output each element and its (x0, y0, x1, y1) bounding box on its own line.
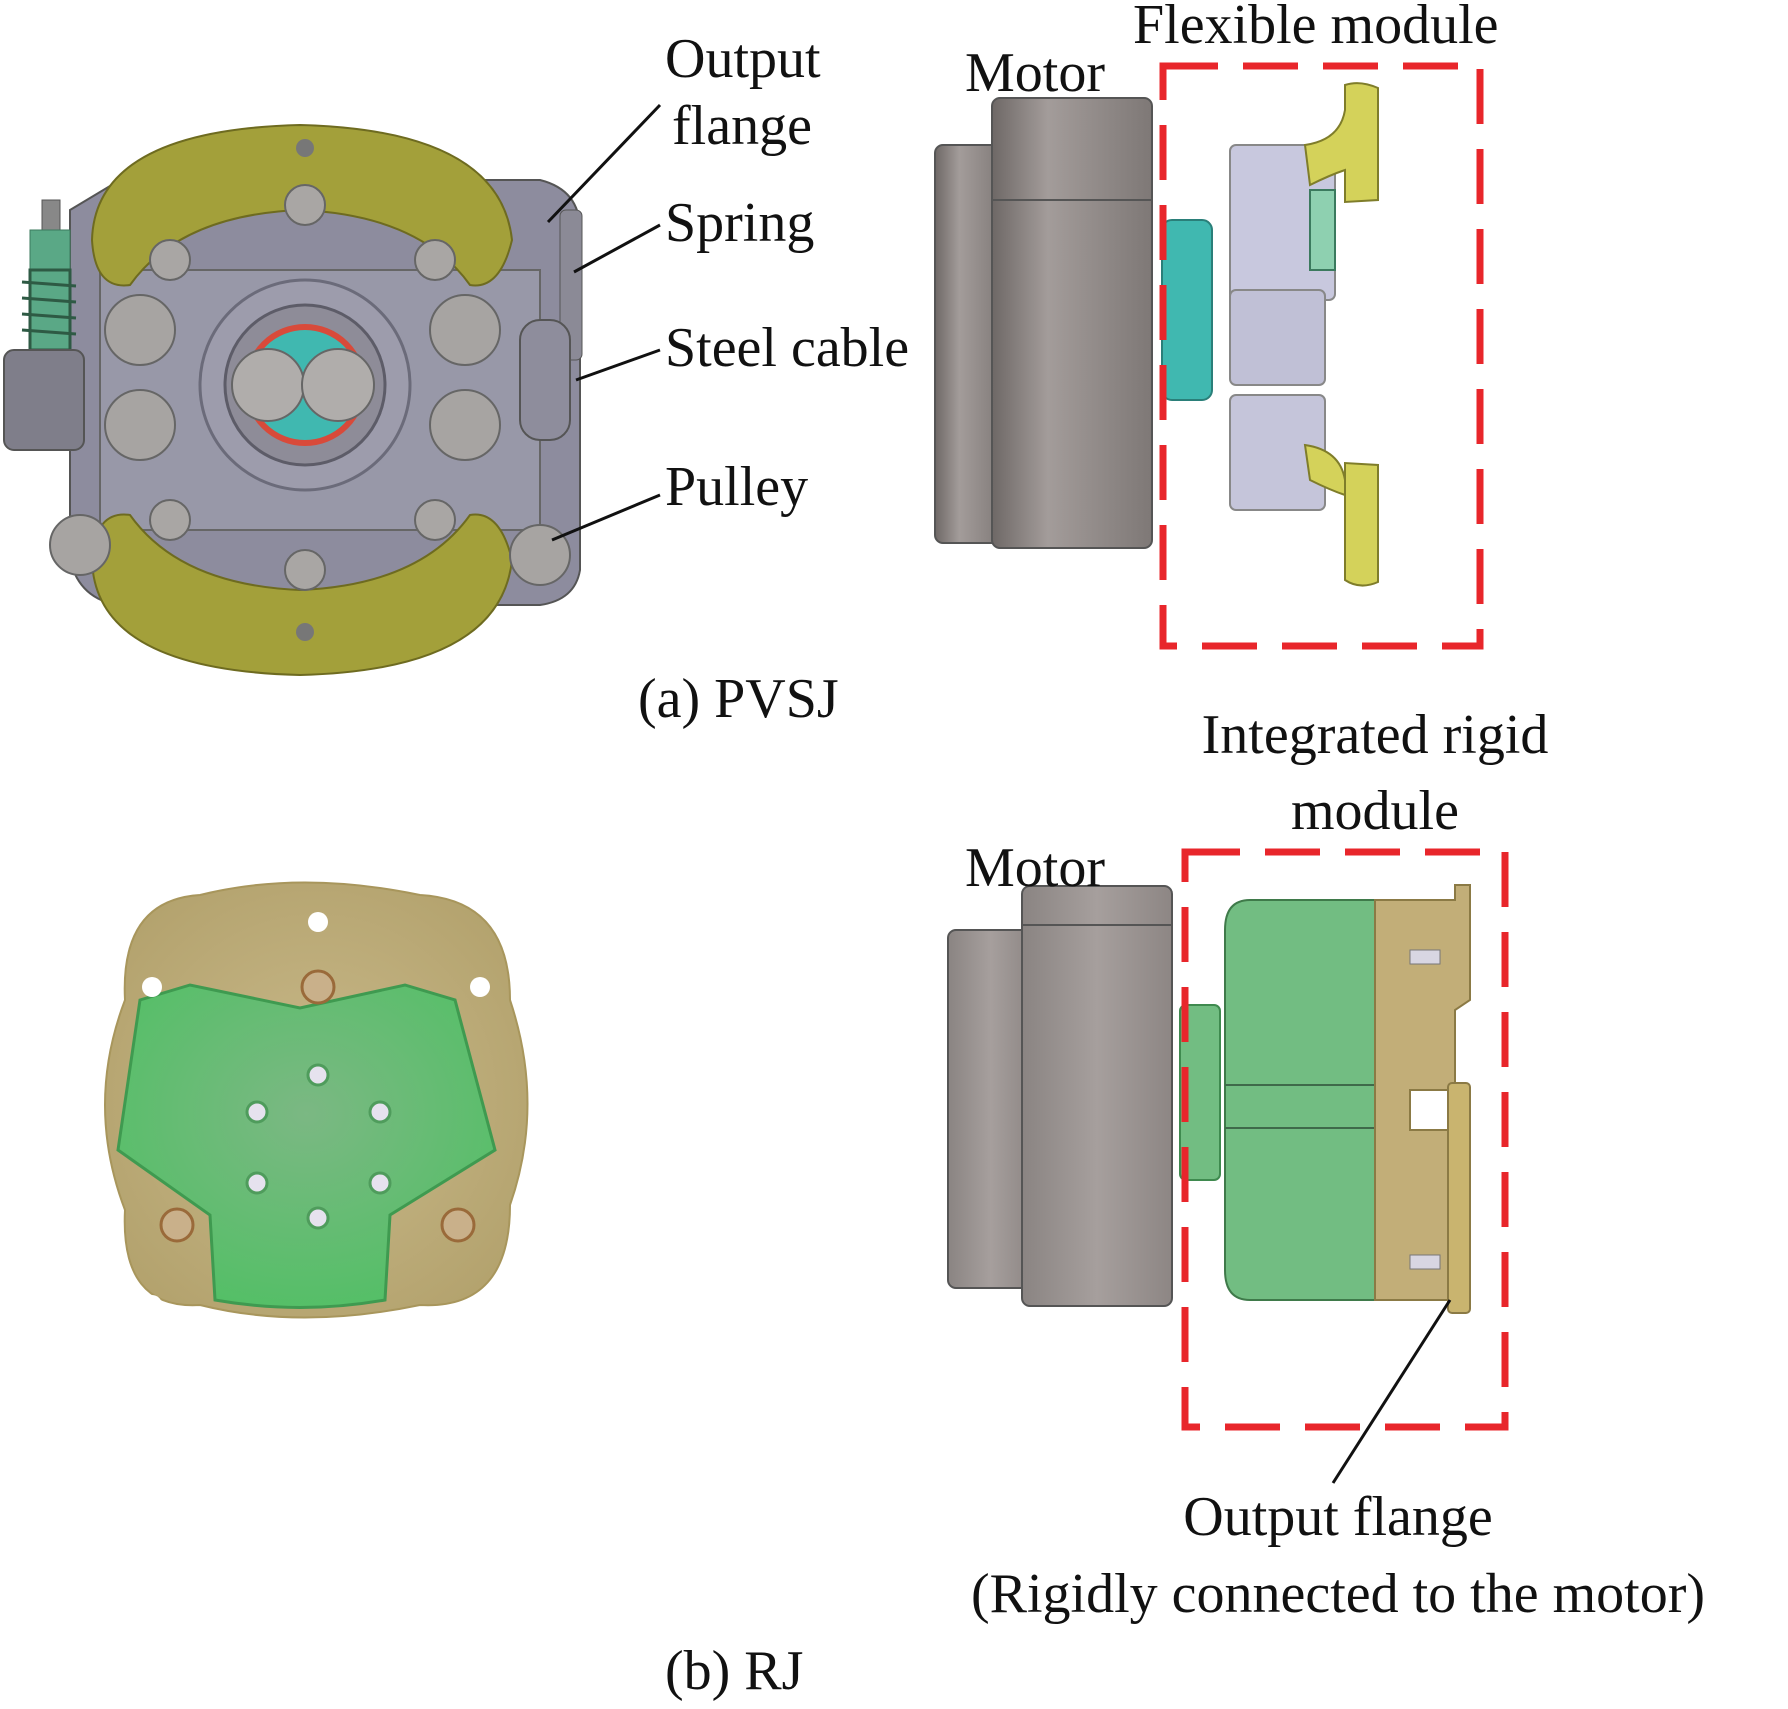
spring-block (3, 349, 85, 451)
caption-panel-b: (b) RJ (665, 1640, 804, 1702)
label-pulley: Pulley (665, 456, 809, 518)
label-output-flange-a-line1: Output (665, 28, 821, 90)
teal-coupler (1161, 219, 1213, 401)
bolt (149, 499, 191, 541)
pulley-lower-right (429, 389, 501, 461)
hole (296, 139, 314, 157)
rj-front-view (104, 881, 529, 1319)
rj-pin (1409, 1254, 1441, 1270)
flange-side-top (1303, 82, 1379, 204)
pvsj-front-view (3, 123, 583, 677)
rj-side-view (947, 848, 1509, 1431)
integrated-rigid-module-box (1181, 848, 1509, 1431)
leader-spring (573, 223, 661, 274)
rj-green-housing (1224, 899, 1381, 1301)
rj-bolt-top (300, 969, 336, 1005)
output-flange-bottom (90, 513, 514, 677)
label-integrated-rigid-module-line1: Integrated rigid (1201, 704, 1549, 766)
rj-bolt-left (159, 1207, 195, 1243)
bolt (414, 239, 456, 281)
bolt (149, 239, 191, 281)
bolt (284, 184, 326, 226)
cable-guard (519, 319, 571, 441)
label-output-flange-a-line2: flange (672, 95, 812, 157)
side-spring (1309, 189, 1336, 271)
leader-pulley (551, 493, 661, 542)
rj-green-body (116, 983, 497, 1309)
pulley-lower-left (104, 389, 176, 461)
leader-lines-a (546, 103, 662, 542)
leader-output-flange (546, 103, 662, 224)
label-flexible-module: Flexible module (1133, 0, 1499, 56)
leader-steel-cable (575, 348, 661, 382)
bolt (414, 499, 456, 541)
motor-body (991, 97, 1153, 549)
rj-coupler (1179, 1004, 1221, 1181)
label-motor-a: Motor (965, 42, 1105, 104)
pulley-bottom-right (509, 524, 571, 586)
label-motor-b: Motor (965, 837, 1105, 899)
rj-bolt-right (440, 1207, 476, 1243)
center-pulley-left (231, 348, 305, 422)
flange-side-bottom (1303, 443, 1379, 587)
rj-motor-body (1021, 885, 1173, 1307)
leader-output-flange-rj (1331, 1299, 1452, 1484)
pulley-bottom-left (49, 514, 111, 576)
rj-center-holes (245, 1063, 392, 1230)
rj-pin (1409, 949, 1441, 965)
flexible-module-box (1159, 62, 1484, 650)
label-integrated-rigid-module-line2: module (1291, 780, 1459, 842)
rj-output-flange-plate (1447, 1082, 1471, 1314)
label-spring: Spring (665, 192, 815, 254)
pvsj-side-view (934, 62, 1484, 650)
label-steel-cable: Steel cable (665, 317, 910, 379)
spring-coil (21, 268, 77, 352)
spring-cap (29, 229, 71, 271)
label-output-flange-b-line2: (Rigidly connected to the motor) (970, 1563, 1706, 1625)
rj-mount-holes (142, 912, 490, 1315)
label-output-flange-b-line1: Output flange (1183, 1486, 1493, 1548)
bolt (284, 549, 326, 591)
center-pulley-right (301, 348, 375, 422)
pulley-upper-right (429, 294, 501, 366)
caption-panel-a: (a) PVSJ (638, 668, 839, 730)
housing-side-middle (1229, 289, 1326, 386)
pulley-upper-left (104, 294, 176, 366)
rj-motor-rear (947, 929, 1034, 1289)
hole (296, 623, 314, 641)
